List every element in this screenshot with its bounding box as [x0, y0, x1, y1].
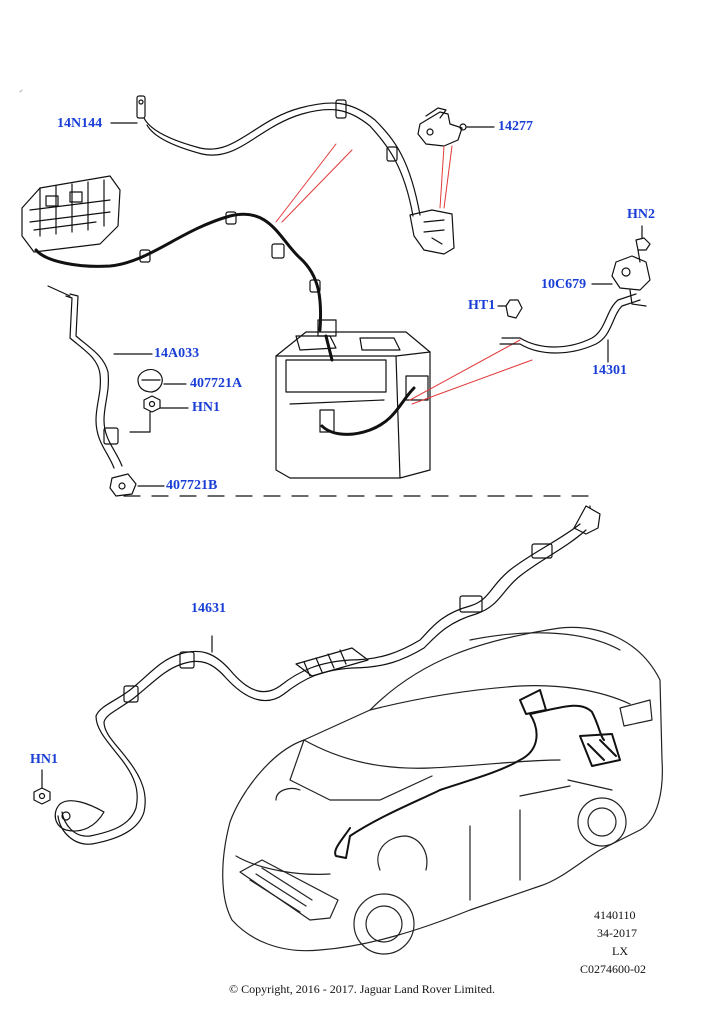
ground-strap-14A033	[47, 285, 153, 469]
callout-HN1-bottom: HN1	[30, 752, 58, 767]
reference-code: C0274600-02	[580, 962, 646, 976]
cable-14631	[54, 505, 601, 845]
connector-10C679	[591, 255, 651, 307]
callout-407721A: 407721A	[190, 376, 243, 391]
callout-HT1: HT1	[468, 298, 496, 313]
cap-407721A	[137, 368, 187, 393]
bolt-HN2	[635, 225, 651, 263]
battery	[275, 319, 431, 479]
dashed-connection	[123, 495, 591, 509]
callout-14A033: 14A033	[154, 346, 200, 361]
battery-cable-main	[34, 212, 323, 332]
nut-HN1-top	[129, 395, 189, 433]
callout-14N144: 14N144	[57, 116, 103, 131]
vehicle-wiring	[334, 689, 621, 859]
reference-date: 34-2017	[597, 926, 637, 940]
terminal-407721B	[109, 473, 165, 497]
callout-10C679: 10C679	[541, 277, 587, 292]
reference-number: 4140110	[594, 908, 636, 922]
callout-14277: 14277	[498, 119, 533, 134]
vehicle-outline	[222, 626, 663, 955]
cable-14N144	[110, 95, 455, 255]
callout-407721B: 407721B	[166, 478, 218, 493]
nut-HN1-bottom	[33, 769, 51, 805]
connector-14277	[417, 107, 495, 147]
callout-14301: 14301	[592, 363, 627, 378]
copyright-notice: © Copyright, 2016 - 2017. Jaguar Land Ro…	[228, 982, 496, 996]
reference-variant: LX	[612, 944, 628, 958]
callout-HN2: HN2	[627, 207, 655, 222]
cable-14301	[497, 293, 641, 363]
callout-14631: 14631	[191, 601, 226, 616]
junction-box	[21, 175, 121, 253]
callout-HN1-top: HN1	[192, 400, 220, 415]
